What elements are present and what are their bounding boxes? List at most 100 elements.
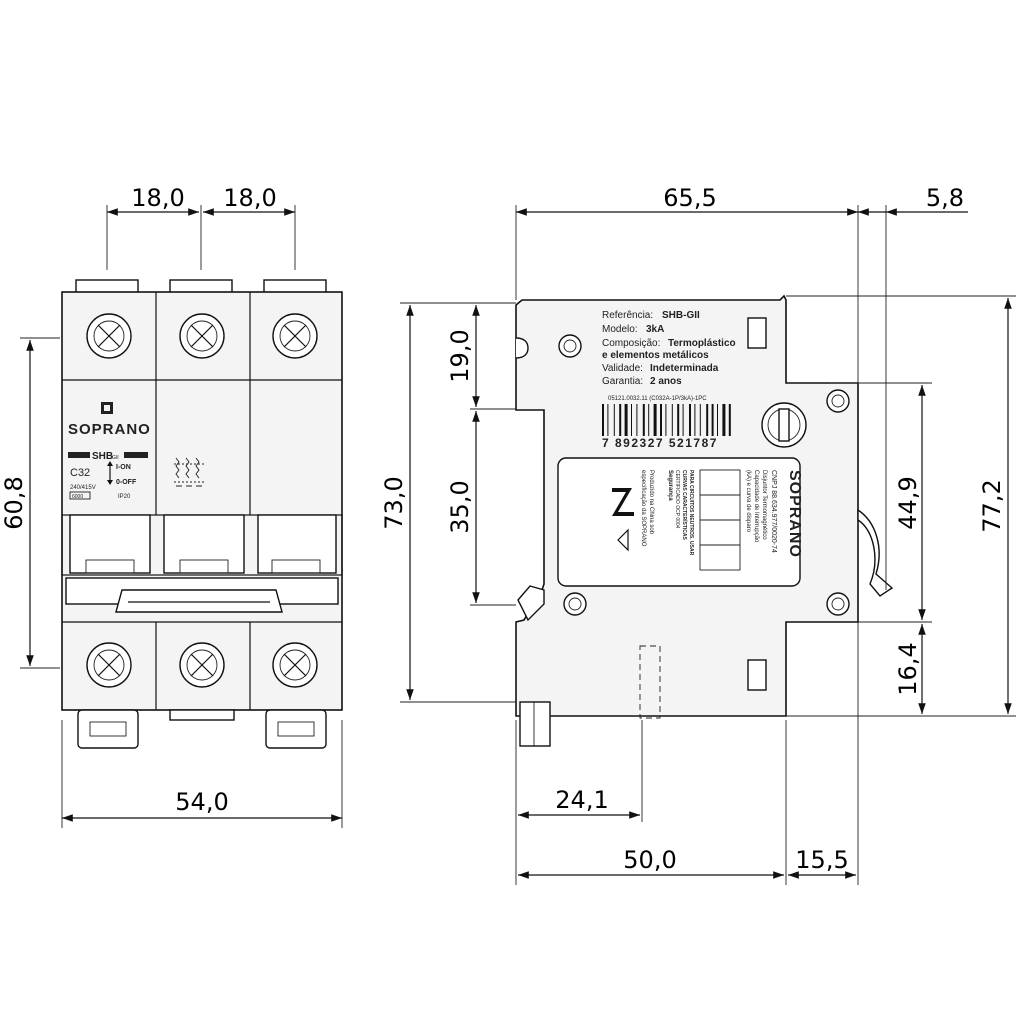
plate-line-10: Segurança [667, 470, 673, 501]
side-toggle [857, 508, 894, 597]
lever-pole-3 [257, 514, 337, 574]
screw-icon [86, 313, 132, 359]
rivet-icon [558, 334, 582, 358]
screw-icon [272, 642, 318, 688]
dim-top-offset: 19,0 [446, 329, 474, 382]
plate-line-4: (kA) e curva de disparo [745, 470, 751, 533]
info-val-1: SHB-GII [662, 310, 700, 321]
side-window-bottom [747, 659, 767, 691]
handle-tie [115, 589, 283, 613]
front-body [61, 291, 343, 711]
barcode-bar [717, 404, 718, 436]
dim-total-body-height: 73,0 [380, 476, 408, 529]
plate-line-3: Capacidade de Interrupção [753, 470, 759, 543]
barcode-bar [699, 404, 701, 436]
barcode-bar [613, 404, 615, 436]
bottom-tab-middle [169, 709, 235, 721]
front-view: SOPRANO SHB GII C32 I-ON 0-OFF 240/415V … [0, 184, 343, 828]
din-clip-right [265, 709, 327, 749]
barcode-bar [694, 404, 696, 436]
brand-logo-icon [101, 402, 113, 414]
screw-icon [179, 642, 225, 688]
dim-front-height: 60,8 [0, 476, 28, 529]
barcode-bar [653, 404, 657, 436]
rating-plate-content: SOPRANO CNPJ 88.634.977/0020-74 Disjunto… [640, 469, 803, 571]
barcode-bar [722, 404, 726, 436]
plate-brand: SOPRANO [786, 470, 803, 558]
front-ip-rating: IP20 [118, 494, 131, 500]
barcode-bar [728, 404, 731, 436]
screw-icon [179, 313, 225, 359]
plate-line-1: CNPJ 88.634.977/0020-74 [770, 470, 777, 553]
warning-triangle-icon [617, 528, 629, 552]
plate-line-7: PARA CIRCUITOS NEUTROS. USAR [688, 470, 694, 556]
dim-depth: 65,5 [663, 184, 716, 212]
front-model-badge: SHB [92, 451, 113, 462]
screw-icon [272, 313, 318, 359]
side-notch [515, 337, 529, 359]
dim-rail-offset: 24,1 [555, 786, 608, 814]
barcode-bar [642, 404, 645, 436]
front-breaking-box [69, 491, 91, 500]
barcode-bar [602, 404, 604, 436]
dim-front-width: 54,0 [175, 788, 228, 816]
front-model-suffix: GII [112, 455, 119, 461]
side-info-label: Referência: SHB-GII Modelo: 3kA Composiç… [602, 310, 736, 402]
front-brand: SOPRANO [68, 421, 151, 438]
info-key-1: Referência: [602, 310, 653, 321]
rivet-icon [826, 592, 850, 616]
certification-mark-icon [612, 488, 634, 516]
plate-line-9: CERTIFICADO OCP 0004 [674, 470, 680, 529]
barcode-bar [660, 404, 662, 436]
info-key-3: Composição: [602, 338, 660, 349]
info-val-3: Termoplástico [668, 338, 736, 349]
front-breaking: 6000 [72, 494, 83, 500]
lever-pole-1 [69, 514, 151, 574]
side-view: Referência: SHB-GII Modelo: 3kA Composiç… [380, 184, 1016, 885]
lever-pole-2 [163, 514, 245, 574]
rail-hint [639, 645, 661, 719]
info-code-line: 05121.0032.11 (C032A-1P/3kA)-1PC [608, 396, 707, 402]
barcode-bar [682, 404, 684, 436]
din-latch [519, 701, 551, 747]
barcode-bar [648, 404, 650, 436]
din-clip-left [77, 709, 139, 749]
barcode-icon [602, 404, 731, 436]
dim-pole-pitch-1: 18,0 [131, 184, 184, 212]
info-key-6: Garantia: [602, 376, 643, 387]
rivet-icon [826, 389, 850, 413]
side-clip [517, 585, 545, 622]
front-voltage: 240/415V [70, 485, 96, 491]
dim-base-depth: 50,0 [623, 846, 676, 874]
barcode-bar [677, 404, 680, 436]
barcode-bar [619, 404, 622, 436]
plate-line-8: CURVAS CARACTERÍSTICAS [681, 470, 689, 540]
info-val-2: 3kA [646, 324, 664, 335]
info-val-6: 2 anos [650, 376, 682, 387]
screw-icon [86, 642, 132, 688]
info-val-5: Indeterminada [650, 363, 719, 374]
barcode-bar [711, 404, 714, 436]
rivet-icon [563, 592, 587, 616]
info-key-5: Validade: [602, 363, 643, 374]
barcode-bar [631, 404, 632, 436]
slotted-screw-icon [761, 402, 807, 448]
front-on-label: I-ON [116, 464, 131, 471]
barcode-bar [607, 404, 609, 436]
dim-front-depth: 15,5 [795, 846, 848, 874]
dim-depth-extra: 5,8 [926, 184, 964, 212]
side-window-top [747, 317, 767, 349]
dim-pole-pitch-2: 18,0 [223, 184, 276, 212]
plate-line-5: Produzido na China sob [648, 470, 654, 535]
plate-line-2: Disjuntor Termomagnético [761, 470, 767, 540]
info-val-4: e elementos metálicos [602, 350, 709, 361]
dim-window-height: 44,9 [894, 476, 922, 529]
barcode-bar [665, 404, 667, 436]
front-off-label: 0-OFF [116, 479, 137, 486]
info-key-2: Modelo: [602, 324, 638, 335]
front-rating: C32 [70, 467, 90, 479]
barcode-bar [671, 404, 673, 436]
circuit-symbol-icon [174, 457, 204, 487]
